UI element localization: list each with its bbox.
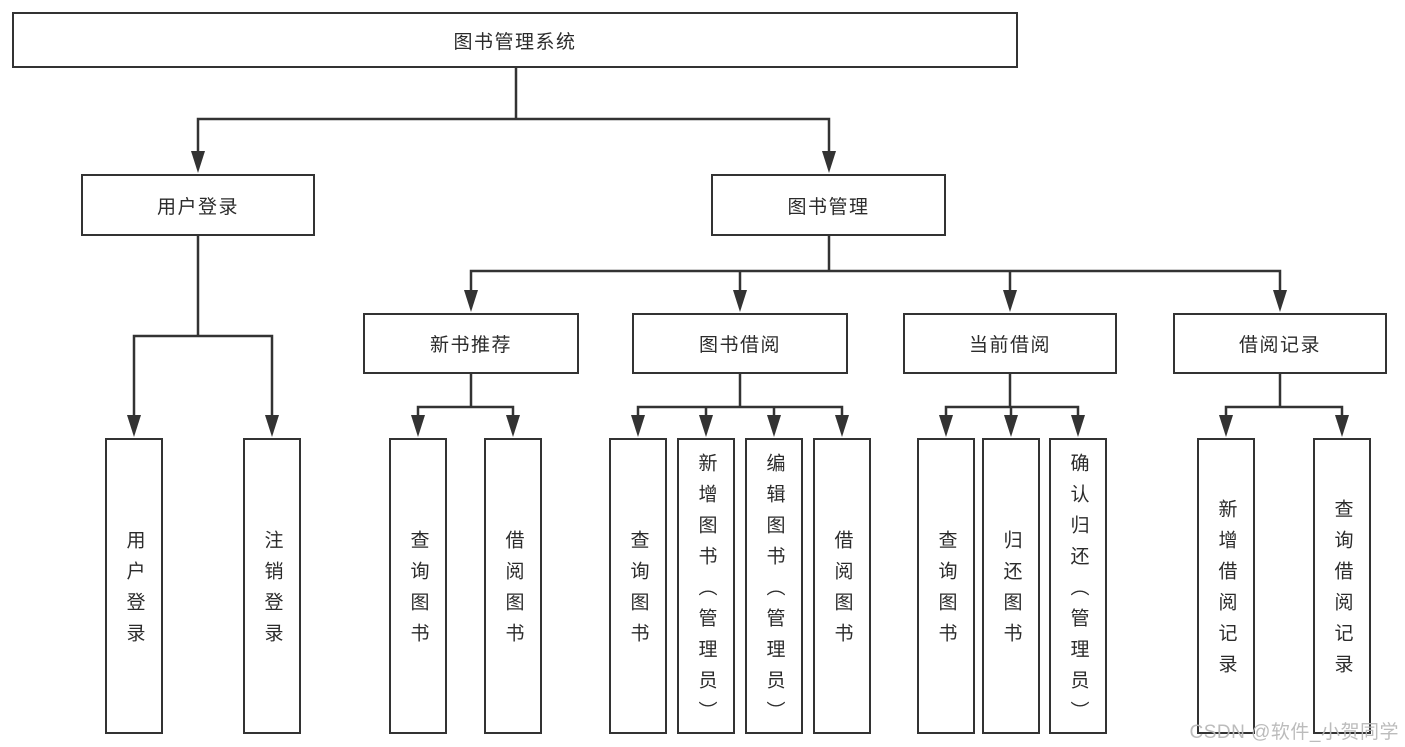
leaf-query-books-current: 查询图书 [917,438,975,734]
connector-records-to-leaves [1224,372,1344,420]
leaf-borrow-books-recommend-label: 借阅图书 [502,530,524,654]
csdn-watermark: CSDN @软件_小贺同学 [1189,722,1399,743]
node-new-book-recommend: 新书推荐 [363,313,579,374]
leaf-confirm-return-admin-label: 确认归还（管理员） [1067,452,1089,732]
leaf-borrow-books-label: 借阅图书 [831,530,853,654]
arrowheads-current-leaves [939,415,1085,437]
node-book-borrow-label: 图书借阅 [698,335,781,356]
leaf-logout-label: 注销登录 [261,530,283,654]
node-root-system: 图书管理系统 [12,12,1018,68]
node-user-login-label: 用户登录 [156,196,239,218]
leaf-query-borrow-record-label: 查询借阅记录 [1331,499,1353,685]
leaf-query-borrow-record: 查询借阅记录 [1313,438,1371,734]
connector-userlogin-to-leaves [132,234,274,420]
leaf-logout: 注销登录 [243,438,301,734]
arrowheads-root-to-level2 [191,151,836,173]
arrowheads-bookmgmt-level3 [464,290,1287,312]
leaf-add-books-admin: 新增图书（管理员） [677,438,735,734]
node-borrow-records-label: 借阅记录 [1238,335,1321,356]
node-borrow-records: 借阅记录 [1173,313,1387,374]
arrowheads-newbooks-leaves [411,415,520,437]
leaf-return-books: 归还图书 [982,438,1040,734]
leaf-confirm-return-admin: 确认归还（管理员） [1049,438,1107,734]
node-book-management: 图书管理 [711,174,946,236]
leaf-query-books-current-label: 查询图书 [935,530,957,654]
leaf-edit-books-admin: 编辑图书（管理员） [745,438,803,734]
leaf-add-borrow-record-label: 新增借阅记录 [1215,499,1237,685]
arrowheads-userlogin-leaves [127,415,279,437]
leaf-borrow-books-recommend: 借阅图书 [484,438,542,734]
node-new-book-recommend-label: 新书推荐 [429,335,512,356]
leaf-borrow-books: 借阅图书 [813,438,871,734]
connector-root-to-level2 [196,66,831,155]
leaf-return-books-label: 归还图书 [1000,530,1022,654]
connector-bookmgmt-to-level3 [469,234,1282,295]
leaf-query-books-recommend-label: 查询图书 [407,530,429,654]
node-user-login: 用户登录 [81,174,315,236]
leaf-edit-books-admin-label: 编辑图书（管理员） [763,452,785,732]
node-book-management-label: 图书管理 [787,196,870,218]
node-book-borrow: 图书借阅 [632,313,848,374]
arrowheads-borrow-leaves [631,415,849,437]
connector-newbooks-to-leaves [416,372,515,420]
node-current-borrow-label: 当前借阅 [968,335,1051,356]
connector-borrow-to-leaves [636,372,844,420]
leaf-user-login: 用户登录 [105,438,163,734]
leaf-add-books-admin-label: 新增图书（管理员） [695,452,717,732]
connector-current-to-leaves [944,372,1080,420]
leaf-query-books-borrow: 查询图书 [609,438,667,734]
leaf-query-books-borrow-label: 查询图书 [627,530,649,654]
leaf-add-borrow-record: 新增借阅记录 [1197,438,1255,734]
node-current-borrow: 当前借阅 [903,313,1117,374]
node-root-system-label: 图书管理系统 [453,31,577,53]
leaf-query-books-recommend: 查询图书 [389,438,447,734]
arrowheads-records-leaves [1219,415,1349,437]
leaf-user-login-label: 用户登录 [123,530,145,654]
